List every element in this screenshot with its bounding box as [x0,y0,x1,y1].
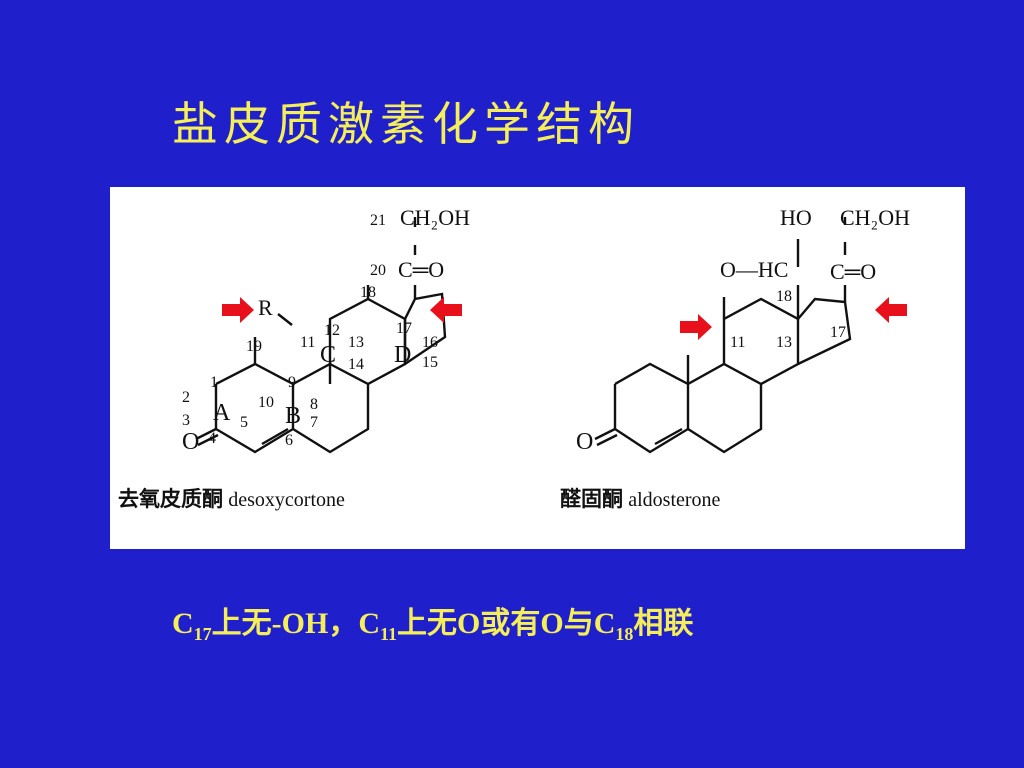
svg-text:14: 14 [348,356,364,373]
slide-title: 盐皮质激素化学结构 [172,97,640,151]
svg-text:18: 18 [776,288,792,305]
left-r-group: R [258,295,273,320]
svg-text:13: 13 [776,334,792,351]
svg-text:15: 15 [422,354,438,371]
svg-text:8: 8 [310,396,318,413]
svg-text:17: 17 [830,324,846,341]
arrow-left-left [430,297,462,323]
arrow-left-right [875,297,907,323]
footer-sub18: 18 [615,624,634,644]
left-caption: 去氧皮质酮 desoxycortone [118,483,345,513]
svg-text:20: 20 [370,262,386,279]
svg-text:18: 18 [360,284,376,301]
left-carbonyl: C═O [398,257,444,282]
right-name-en: aldosterone [628,489,721,511]
ring-c-label: C [320,342,336,368]
svg-text:19: 19 [246,338,262,355]
svg-text:5: 5 [240,414,248,431]
svg-text:2: 2 [182,389,190,406]
svg-text:11: 11 [730,334,745,351]
svg-text:11: 11 [300,334,315,351]
svg-text:7: 7 [310,414,318,431]
right-name-cn: 醛固酮 [560,487,623,511]
footer-part1: 上无-OH， [211,607,359,640]
svg-text:6: 6 [285,432,293,449]
structures-diagram: CH₂OH C═O R O A B C D 1 2 3 4 5 6 7 8 9 … [182,205,910,455]
arrow-right-right [680,314,712,340]
svg-text:4: 4 [208,430,216,447]
footer-sub11: 11 [380,624,398,644]
structures-panel: CH₂OH C═O R O A B C D 1 2 3 4 5 6 7 8 9 … [110,187,965,549]
svg-text:10: 10 [258,394,274,411]
svg-text:21: 21 [370,212,386,229]
svg-text:13: 13 [348,334,364,351]
left-ketone-o: O [182,429,199,455]
footer-part3: 相联 [633,607,694,640]
right-ohc: O—HC [720,257,788,282]
right-caption: 醛固酮 aldosterone [560,483,720,513]
ring-a-label: A [213,400,231,426]
ring-d-label: D [394,342,411,368]
left-name-cn: 去氧皮质酮 [118,487,223,511]
left-numbers: 1 2 3 4 5 6 7 8 9 10 11 12 13 14 15 16 1… [182,212,438,449]
right-ho: HO [780,205,812,230]
footer-c18: C [593,607,616,640]
svg-text:17: 17 [396,320,412,337]
arrow-right-left [222,297,254,323]
footer-c17: C [172,607,194,640]
right-ketone-o: O [576,429,593,455]
svg-text:12: 12 [324,322,340,339]
ring-b-label: B [285,403,301,429]
right-ch2oh: CH₂OH [840,205,910,230]
aldosterone-skeleton [594,217,852,454]
right-carbonyl: C═O [830,259,876,284]
left-ch2oh: CH₂OH [400,205,470,230]
arrows [222,297,907,340]
svg-text:3: 3 [182,412,190,429]
svg-text:1: 1 [210,374,218,391]
footer-part2: 上无O或有O与 [397,607,594,640]
desoxycortone-skeleton [195,217,447,454]
svg-text:9: 9 [288,374,296,391]
left-name-en: desoxycortone [228,489,345,511]
footer-note: C17上无-OH，C11上无O或有O与C18相联 [172,598,693,645]
footer-c11: C [358,607,381,640]
svg-text:16: 16 [422,334,438,351]
footer-sub17: 17 [193,624,212,644]
